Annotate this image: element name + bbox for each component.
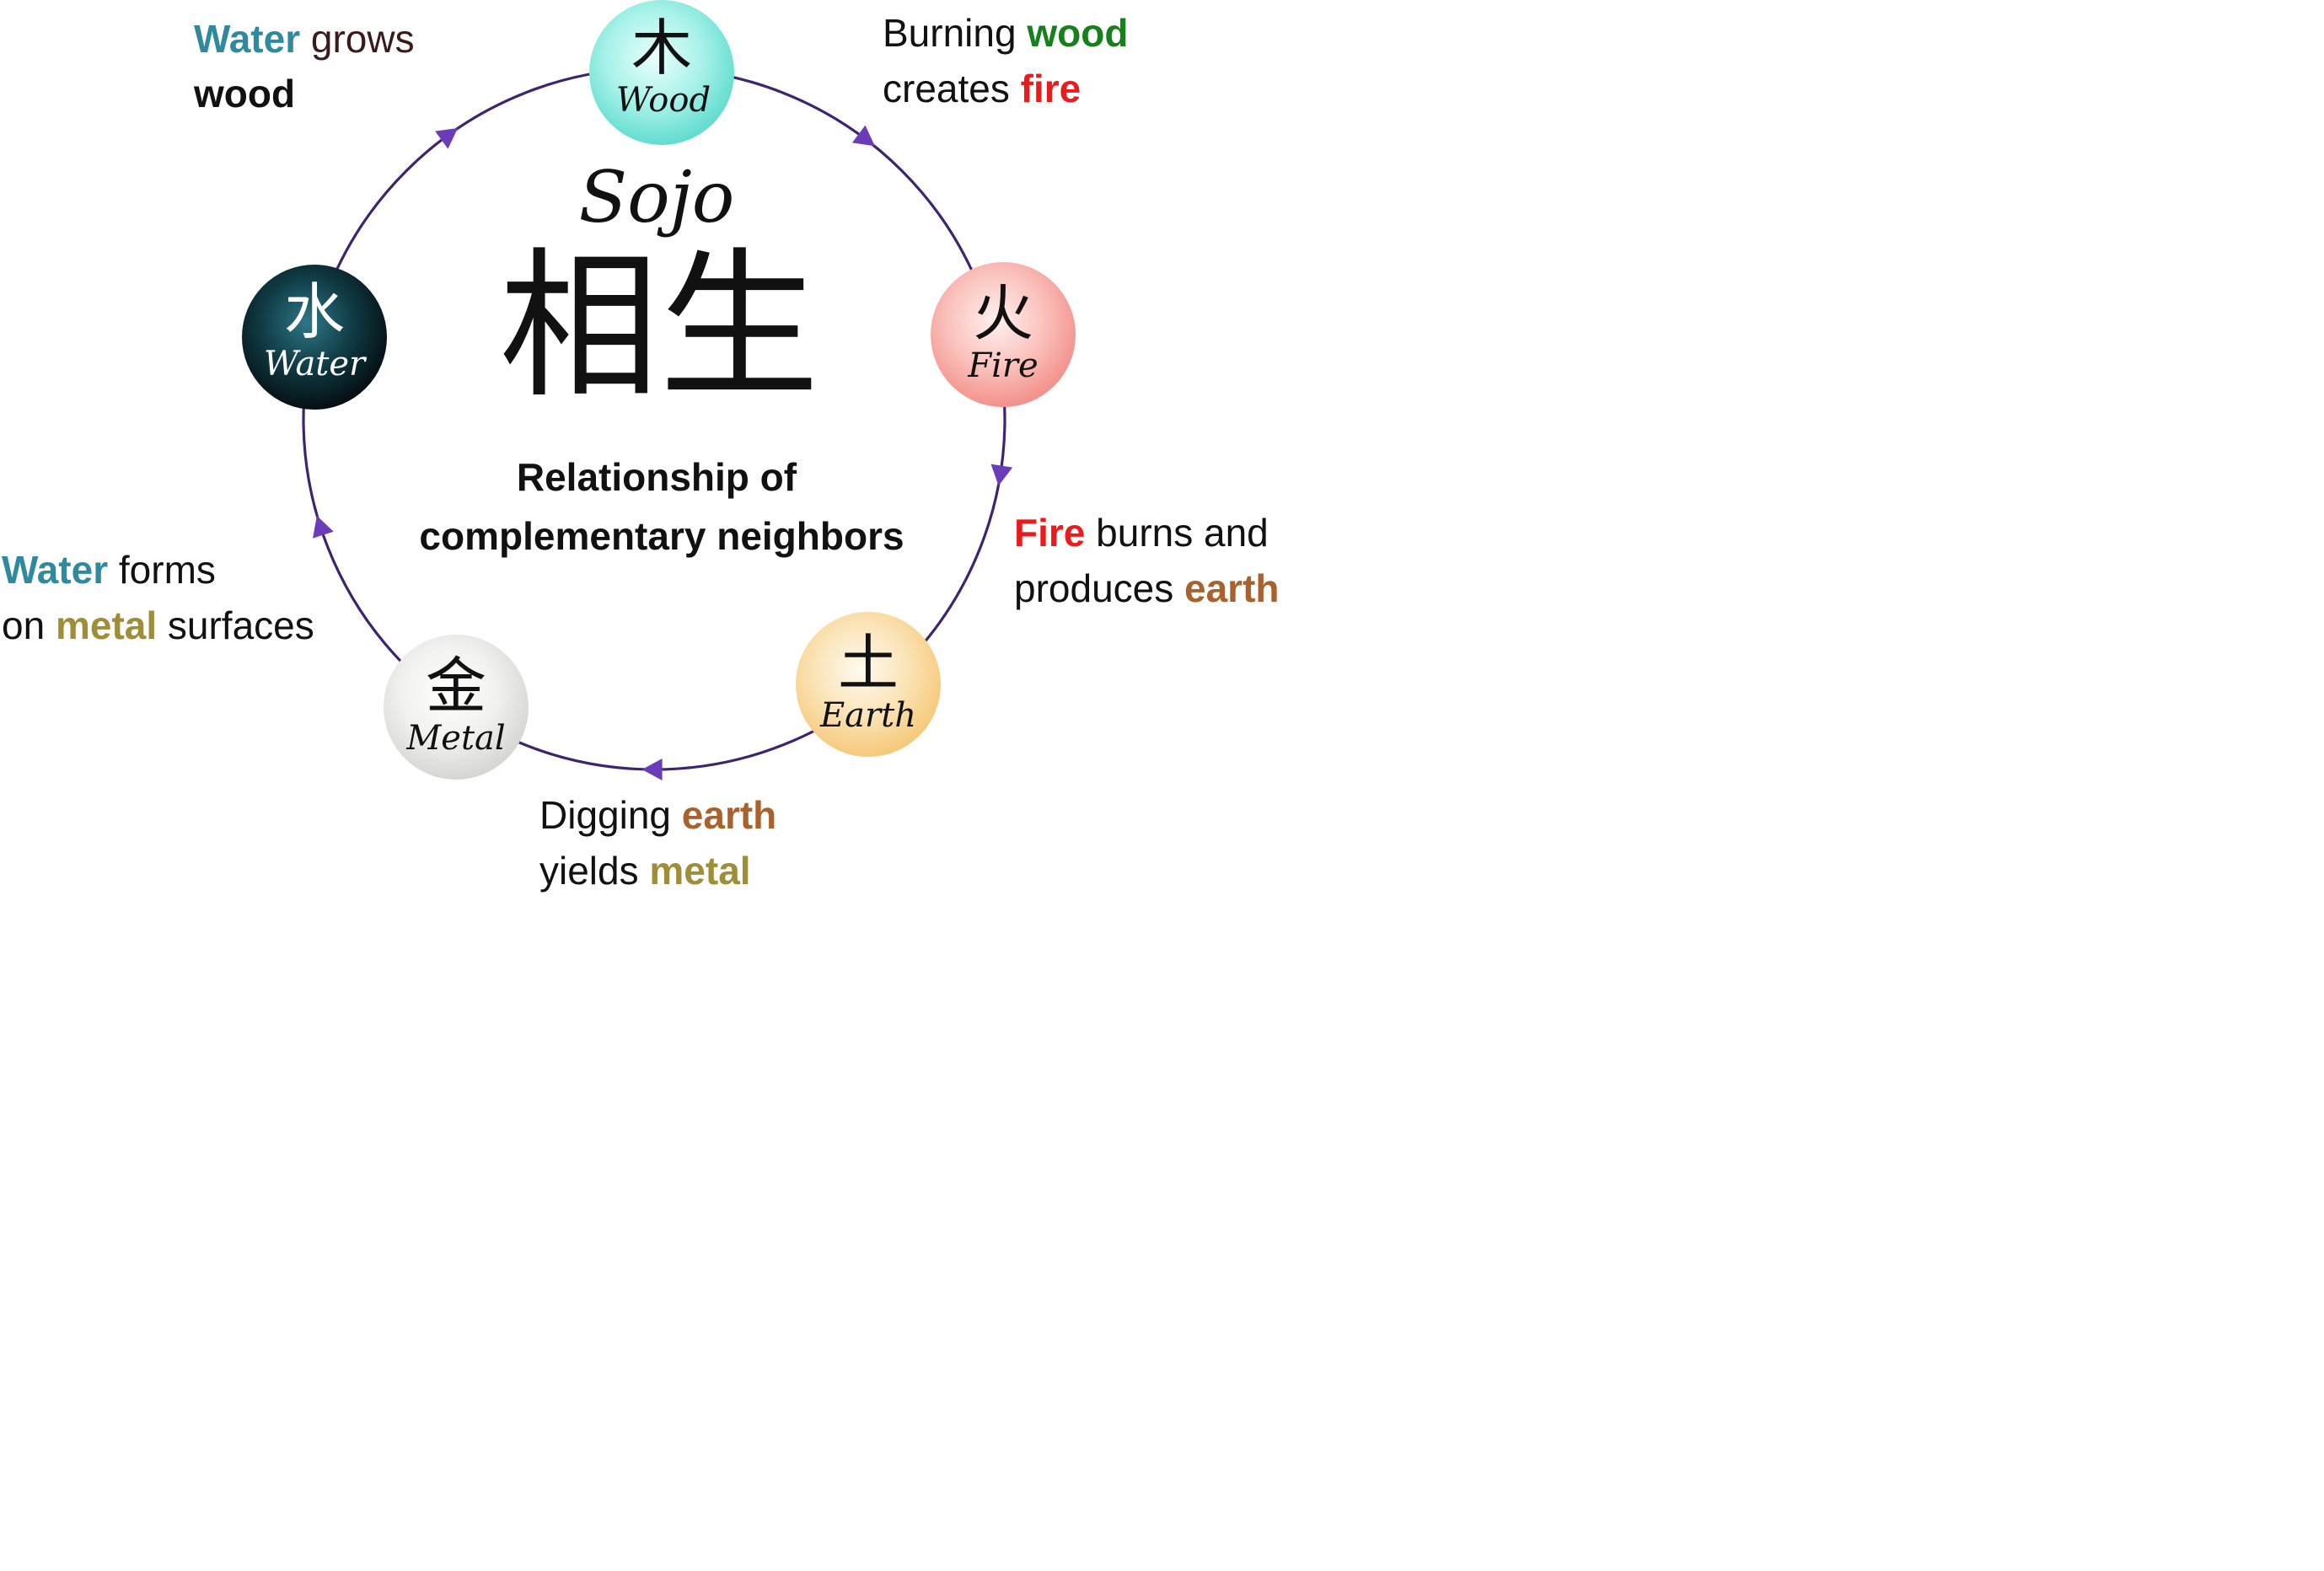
element-circle xyxy=(931,262,1076,407)
subtitle-line-2: complementary neighbors xyxy=(419,514,904,558)
word-digging: Digging xyxy=(539,793,682,837)
arrow-metal-to-water xyxy=(313,515,334,539)
arrow-fire-to-earth xyxy=(990,464,1013,486)
element-name: Earth xyxy=(819,696,916,735)
element-kanji: 火 xyxy=(973,278,1033,349)
svg-text:Digging earth: Digging earth xyxy=(539,793,776,837)
cycle-arrows xyxy=(313,125,1013,780)
element-name: Wood xyxy=(616,81,711,120)
svg-text:Fire burns and: Fire burns and xyxy=(1014,511,1269,555)
arrow-water-to-wood xyxy=(435,128,459,149)
subtitle-line-1: Relationship of xyxy=(517,455,797,499)
element-circle xyxy=(384,635,529,780)
word-yields: yields xyxy=(539,849,649,893)
label-wood-creates-fire: Burning wood creates fire xyxy=(883,11,1128,110)
word-earth: earth xyxy=(1184,566,1279,610)
word-wood: wood xyxy=(193,72,295,115)
element-kanji: 金 xyxy=(426,651,486,721)
label-fire-produces-earth: Fire burns and produces earth xyxy=(1014,511,1280,610)
word-grows: grows xyxy=(300,17,414,61)
element-kanji: 土 xyxy=(838,628,899,699)
element-circle xyxy=(242,265,387,410)
svg-text:creates fire: creates fire xyxy=(883,67,1081,110)
element-metal: 金 Metal xyxy=(384,635,529,780)
label-water-grows-wood: Water grows wood xyxy=(193,17,415,115)
title-romaji: Sojo xyxy=(579,156,735,239)
element-earth: 土 Earth xyxy=(796,612,941,757)
element-circle xyxy=(796,612,941,757)
word-water: Water xyxy=(2,548,108,592)
title-kanji: 相生 xyxy=(499,233,819,420)
sojo-diagram: 木 Wood 火 Fire 土 Earth 金 Metal 水 Water So… xyxy=(2,0,1280,893)
label-metal-forms-water: Water forms on metal surfaces xyxy=(2,548,314,647)
svg-text:produces earth: produces earth xyxy=(1014,566,1280,610)
word-metal: metal xyxy=(56,603,157,647)
word-forms: forms xyxy=(108,548,216,592)
word-produces: produces xyxy=(1014,566,1184,610)
element-circle xyxy=(589,0,734,145)
word-on: on xyxy=(2,603,56,647)
element-name: Fire xyxy=(967,346,1038,385)
word-surfaces: surfaces xyxy=(157,603,314,647)
element-fire: 火 Fire xyxy=(931,262,1076,407)
svg-text:Water grows: Water grows xyxy=(194,17,415,61)
word-wood: wood xyxy=(1026,11,1128,55)
element-kanji: 水 xyxy=(284,276,345,347)
arrow-wood-to-fire xyxy=(851,125,875,147)
word-burns-and: burns and xyxy=(1085,511,1268,555)
word-metal: metal xyxy=(649,849,750,893)
word-burning: Burning xyxy=(883,11,1027,55)
svg-text:yields metal: yields metal xyxy=(539,849,751,893)
word-creates: creates xyxy=(883,67,1021,110)
element-name: Water xyxy=(264,345,368,383)
svg-text:Burning wood: Burning wood xyxy=(883,11,1128,55)
svg-text:on metal surfaces: on metal surfaces xyxy=(2,603,314,647)
svg-text:Water forms: Water forms xyxy=(2,548,216,592)
arrow-earth-to-metal xyxy=(641,759,663,780)
word-fire: Fire xyxy=(1014,511,1085,555)
word-fire: fire xyxy=(1021,67,1081,110)
label-earth-yields-metal: Digging earth yields metal xyxy=(539,793,776,893)
element-kanji: 木 xyxy=(631,13,692,83)
element-water: 水 Water xyxy=(242,265,387,410)
element-name: Metal xyxy=(405,719,505,758)
word-water: Water xyxy=(194,17,300,61)
element-wood: 木 Wood xyxy=(589,0,734,145)
word-earth: earth xyxy=(682,793,776,837)
